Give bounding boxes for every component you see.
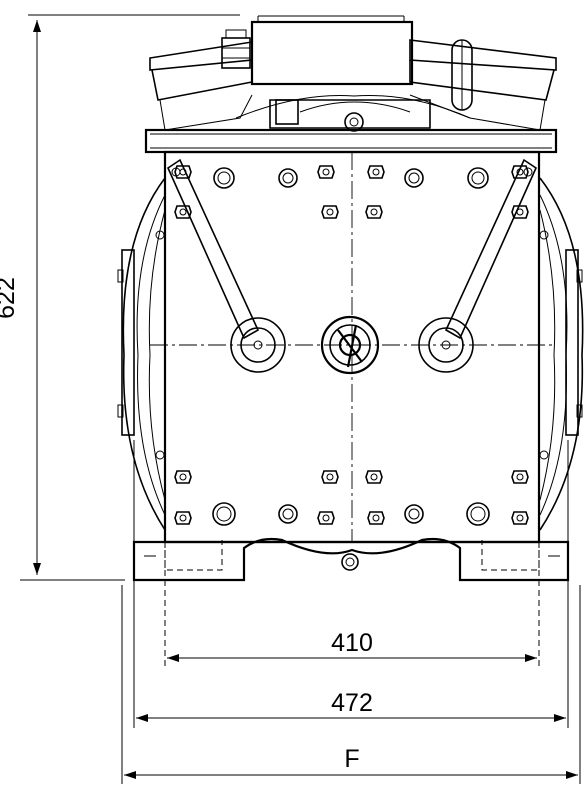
bolt — [321, 205, 339, 219]
bolt — [404, 168, 424, 188]
bolt — [212, 502, 236, 526]
bolt — [213, 167, 235, 189]
left-fin-shade — [159, 94, 253, 131]
top-plate — [144, 128, 558, 154]
bolt — [174, 470, 192, 484]
bolt-pattern — [174, 165, 529, 526]
bolt — [467, 167, 489, 189]
left-flange — [121, 249, 135, 436]
dimension-width-total: F — [121, 585, 581, 784]
left-fin-lower — [151, 60, 253, 101]
bolt — [365, 205, 383, 219]
bolt — [511, 511, 529, 525]
connecting-rod-right — [418, 158, 538, 373]
dimension-width-inner: 410 — [164, 540, 540, 670]
dimension-label-472: 472 — [331, 689, 373, 717]
right-side-housing — [539, 177, 584, 531]
terminal-box-assembly — [149, 15, 557, 132]
bolt — [367, 511, 385, 525]
right-motor-outline — [539, 177, 584, 531]
dimension-label-410: 410 — [331, 629, 373, 657]
bolt — [511, 470, 529, 484]
dimension-label-f: F — [344, 745, 359, 773]
bolt — [466, 502, 490, 526]
dimension-height: 622 — [0, 14, 240, 581]
bolt — [278, 168, 298, 188]
dimension-width-outer: 472 — [133, 440, 569, 728]
left-motor-outline — [122, 177, 166, 531]
left-fin-upper — [149, 41, 253, 71]
drain-plug — [341, 553, 359, 571]
dimension-label-height: 622 — [0, 277, 20, 319]
terminal-box — [250, 20, 414, 86]
left-side-housing — [117, 177, 166, 531]
bolt — [321, 470, 339, 484]
right-fin-lower — [409, 60, 555, 101]
connecting-rod-left — [166, 158, 286, 373]
base-outline — [132, 537, 570, 582]
bolt — [404, 504, 424, 524]
bolt — [174, 205, 192, 219]
valve-block — [269, 99, 431, 129]
base-frame — [132, 537, 570, 582]
top-flange-plate — [144, 128, 558, 154]
bolt — [365, 470, 383, 484]
right-fin-upper — [409, 39, 557, 71]
bolt — [317, 165, 335, 179]
bolt — [317, 511, 335, 525]
center-shaft — [320, 315, 380, 375]
valve-left — [275, 99, 299, 125]
bolt — [367, 165, 385, 179]
bolt — [174, 511, 192, 525]
bolt — [278, 504, 298, 524]
right-flange — [565, 249, 579, 436]
